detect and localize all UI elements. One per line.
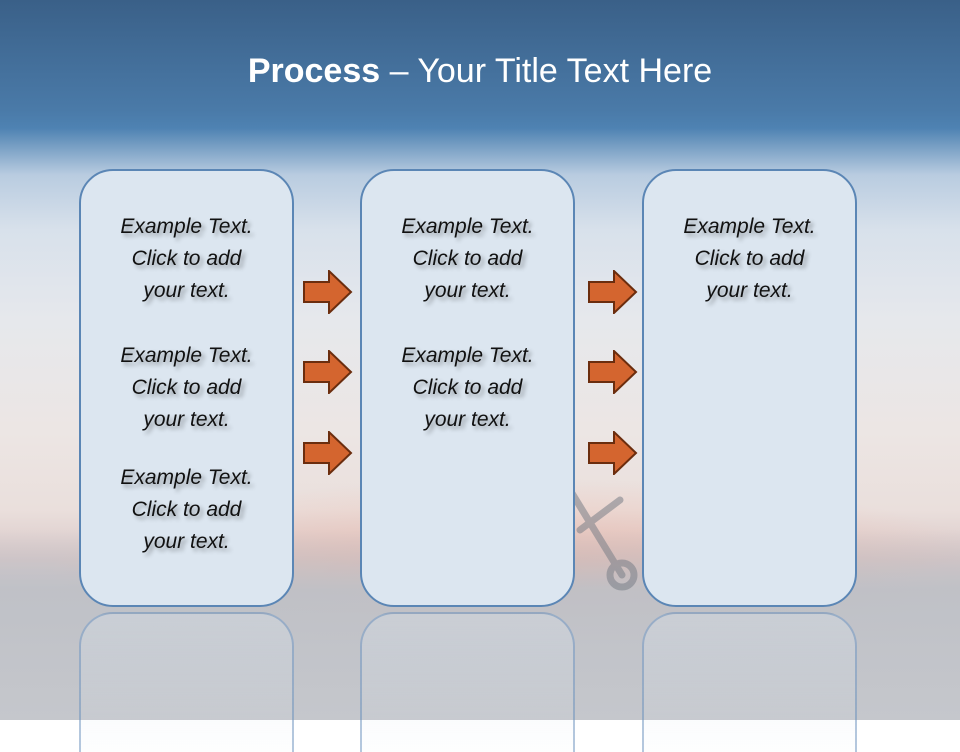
text-line: Example Text. — [120, 466, 253, 489]
box-reflection — [79, 612, 294, 752]
text-line: Click to add — [131, 498, 242, 521]
box-reflection — [642, 612, 857, 752]
text-line: Example Text. — [120, 215, 253, 238]
slide-title[interactable]: Process – Your Title Text Here — [0, 52, 960, 91]
text-block[interactable]: Example Text. Click to add your text. — [81, 211, 292, 307]
title-rest: – Your Title Text Here — [380, 52, 713, 90]
bicycle-silhouette-icon — [566, 486, 638, 591]
text-block[interactable]: Example Text. Click to add your text. — [81, 340, 292, 436]
text-line: your text. — [143, 530, 230, 553]
text-block[interactable]: Example Text. Click to add your text. — [362, 340, 573, 436]
process-box-1[interactable]: Example Text. Click to add your text. Ex… — [79, 169, 294, 607]
text-line: Example Text. — [120, 344, 253, 367]
arrow-right-icon[interactable] — [588, 270, 638, 314]
text-block[interactable]: Example Text. Click to add your text. — [362, 211, 573, 307]
text-line: Example Text. — [401, 344, 534, 367]
arrow-right-icon[interactable] — [588, 431, 638, 475]
text-line: your text. — [424, 279, 511, 302]
title-bold: Process — [247, 52, 381, 90]
text-block[interactable]: Example Text. Click to add your text. — [644, 211, 855, 307]
process-box-3[interactable]: Example Text. Click to add your text. — [642, 169, 857, 607]
text-line: your text. — [706, 279, 793, 302]
text-line: Click to add — [412, 247, 523, 270]
arrow-right-icon[interactable] — [303, 270, 353, 314]
text-line: Example Text. — [683, 215, 816, 238]
box-reflection — [360, 612, 575, 752]
arrow-right-icon[interactable] — [303, 350, 353, 394]
arrow-right-icon[interactable] — [303, 431, 353, 475]
text-line: Click to add — [412, 376, 523, 399]
text-line: Click to add — [694, 247, 805, 270]
text-block[interactable]: Example Text. Click to add your text. — [81, 462, 292, 558]
text-line: your text. — [424, 408, 511, 431]
process-box-2[interactable]: Example Text. Click to add your text. Ex… — [360, 169, 575, 607]
text-line: Click to add — [131, 376, 242, 399]
text-line: your text. — [143, 279, 230, 302]
text-line: Example Text. — [401, 215, 534, 238]
arrow-right-icon[interactable] — [588, 350, 638, 394]
text-line: your text. — [143, 408, 230, 431]
text-line: Click to add — [131, 247, 242, 270]
